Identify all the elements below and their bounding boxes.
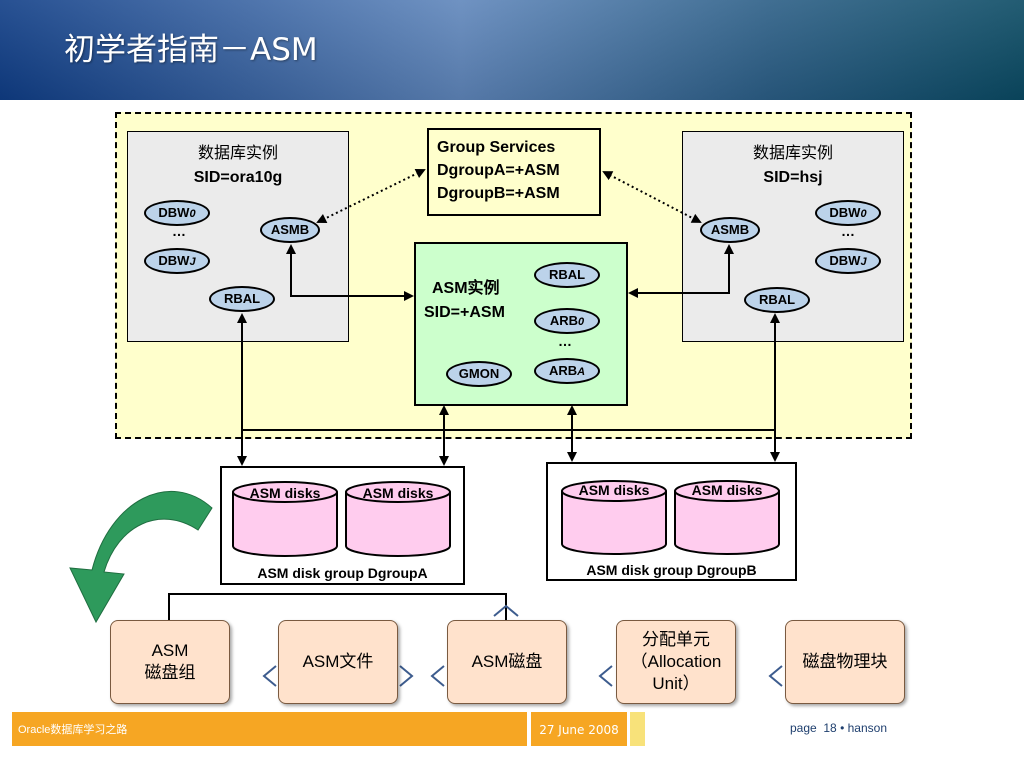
left-dbw-first-label: DBW — [158, 205, 190, 220]
right-dbw-first-label: DBW — [829, 205, 861, 220]
asm-arb-dots: … — [558, 333, 572, 349]
layer-allocation-unit: 分配单元 （Allocation Unit） — [616, 620, 736, 704]
disk-a1-label: ASM disks — [249, 485, 321, 501]
group-services-line1: Group Services — [437, 139, 556, 156]
left-dbw-first-oval: DBW0 — [144, 200, 210, 226]
left-dbw-last-oval: DBWJ — [144, 248, 210, 274]
right-asmb-oval: ASMB — [700, 217, 760, 243]
group-services-box: Group Services DgroupA=+ASM DgroupB=+ASM — [427, 128, 601, 216]
page-number: 18 — [823, 721, 837, 735]
header-sheen — [0, 0, 1024, 100]
left-asmb-to-asm-arrow — [286, 244, 414, 301]
left-asmb-to-gs-arrow — [316, 169, 426, 223]
cylinder-a2 — [345, 481, 451, 557]
left-dbw-dots: … — [172, 223, 186, 239]
curved-green-arrow-icon — [69, 490, 213, 624]
asm-arb-first-label: ARB — [549, 313, 579, 328]
asm-arb-last-oval: ARBA — [534, 358, 600, 384]
group-services-line3: DgroupB=+ASM — [437, 185, 560, 202]
asm-rbal-oval: RBAL — [534, 262, 600, 288]
right-dbw-first-sub: 0 — [860, 208, 867, 220]
footer-date: 27 June 2008 — [531, 712, 627, 746]
footer-bar — [12, 712, 527, 746]
left-dbw-last-label: DBW — [158, 253, 190, 268]
asm-instance-title: ASM实例 — [432, 280, 500, 297]
asm-instance-sid: SID=+ASM — [424, 304, 505, 321]
left-dbw-last-sub: J — [189, 256, 196, 268]
cylinder-a1 — [232, 481, 338, 557]
page-separator: • — [840, 721, 845, 735]
disk-b2-label: ASM disks — [691, 482, 763, 498]
asm-arb-last-label: ARB — [548, 363, 578, 378]
page-author: hanson — [847, 721, 887, 735]
right-asmb-to-asm-arrow — [628, 244, 734, 298]
left-dbw-first-sub: 0 — [189, 208, 196, 220]
chevron-left-icon — [430, 665, 445, 687]
chevron-left-icon — [598, 665, 613, 687]
left-rbal-oval: RBAL — [209, 286, 275, 312]
right-asmb-to-gs-arrow — [602, 171, 702, 223]
page-info: page 18 • hanson — [790, 721, 887, 735]
layer-asm-file: ASM文件 — [278, 620, 398, 704]
left-instance-title: 数据库实例 — [197, 145, 278, 162]
right-dbw-last-label: DBW — [829, 253, 861, 268]
header-banner — [0, 0, 1024, 100]
asm-arb-last-sub: A — [577, 366, 586, 378]
layer-tree-line — [168, 593, 507, 620]
chevron-left-icon — [262, 665, 277, 687]
layer-asm-diskgroup: ASM 磁盘组 — [110, 620, 230, 704]
right-instance-sid: SID=hsj — [763, 169, 823, 186]
page-prefix: page — [790, 721, 817, 735]
disk-group-b-label: ASM disk group DgroupB — [586, 562, 757, 578]
disk-a2-label: ASM disks — [362, 485, 434, 501]
chevron-left-icon — [768, 665, 783, 687]
cylinder-b2 — [674, 480, 780, 555]
right-dbw-last-oval: DBWJ — [815, 248, 881, 274]
cylinder-b1 — [561, 480, 667, 555]
left-instance-sid: SID=ora10g — [193, 169, 283, 186]
right-dbw-first-oval: DBW0 — [815, 200, 881, 226]
right-dbw-last-sub: J — [860, 256, 867, 268]
footer-accent-square — [630, 712, 645, 746]
layer-physical-block: 磁盘物理块 — [785, 620, 905, 704]
asm-arb-first-oval: ARB0 — [534, 308, 600, 334]
slide-title: 初学者指南－ASM — [64, 32, 318, 68]
right-instance-title: 数据库实例 — [752, 145, 833, 162]
asm-arb-first-sub: 0 — [578, 316, 585, 328]
disk-b1-label: ASM disks — [578, 482, 650, 498]
disk-group-a-label: ASM disk group DgroupA — [257, 565, 428, 581]
right-dbw-dots: … — [841, 223, 855, 239]
group-services-line2: DgroupA=+ASM — [437, 162, 560, 179]
chevron-up-icon — [493, 604, 519, 617]
layer-asm-disk: ASM磁盘 — [447, 620, 567, 704]
footer-left-text: Oracle数据库学习之路 — [18, 724, 128, 736]
right-rbal-oval: RBAL — [744, 287, 810, 313]
left-asmb-oval: ASMB — [260, 217, 320, 243]
asm-gmon-oval: GMON — [446, 361, 512, 387]
chevron-right-icon — [399, 665, 414, 687]
